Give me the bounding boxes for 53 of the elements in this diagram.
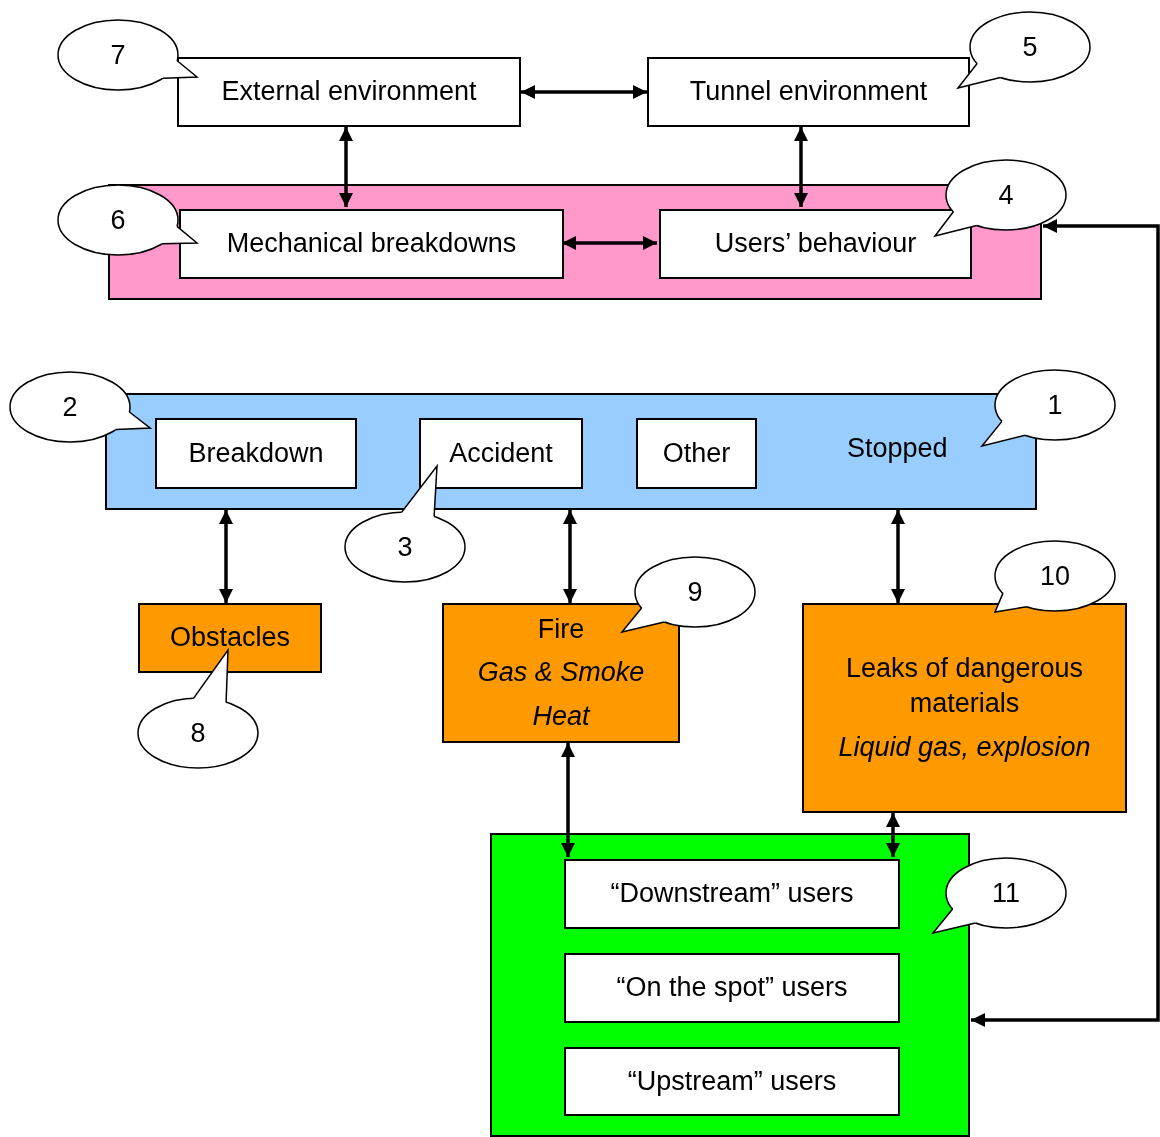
double-arrow <box>219 510 233 603</box>
box-label: Accident <box>449 436 553 470</box>
box-label: “On the spot” users <box>616 971 848 1005</box>
callout-number: 4 <box>998 181 1014 209</box>
process-box <box>636 418 757 489</box>
callout-number: 10 <box>1040 562 1070 590</box>
process-box <box>442 603 680 743</box>
callout-number: 6 <box>110 206 126 234</box>
group-panel <box>108 184 1042 300</box>
box-label: Tunnel environment <box>689 75 928 109</box>
process-box <box>802 603 1127 813</box>
process-box <box>564 1047 900 1116</box>
box-label: “Downstream” users <box>610 877 854 911</box>
box-label: Leaks of dangerous materials <box>844 652 1085 721</box>
double-arrow <box>562 236 657 250</box>
callout-number: 5 <box>1022 33 1038 61</box>
box-label: Gas & Smoke <box>477 656 645 690</box>
box-label: “Upstream” users <box>627 1064 837 1098</box>
process-box <box>155 418 357 489</box>
double-arrow <box>561 743 575 857</box>
box-label: Other <box>662 436 731 470</box>
callout-number: 11 <box>992 879 1020 907</box>
double-arrow <box>563 510 577 603</box>
double-arrow <box>971 219 1160 1027</box>
group-panel <box>105 393 1037 510</box>
box-label: Users’ behaviour <box>714 227 917 261</box>
callout-number: 3 <box>397 533 413 561</box>
process-box <box>647 57 970 127</box>
callout-number: 8 <box>190 719 206 747</box>
process-box <box>419 418 583 489</box>
double-arrow <box>886 813 900 857</box>
process-box <box>138 603 322 673</box>
process-box <box>564 859 900 929</box>
callout-number: 2 <box>62 393 78 421</box>
box-label: Breakdown <box>188 436 324 470</box>
box-label: Heat <box>532 699 590 733</box>
box-label: Stopped <box>847 432 948 465</box>
callout-number: 1 <box>1047 391 1063 419</box>
double-arrow <box>339 127 353 207</box>
box-label: Mechanical breakdowns <box>226 227 517 261</box>
group-panel <box>490 833 970 1137</box>
box-label: Fire <box>537 613 585 647</box>
process-box <box>564 953 900 1023</box>
box-label: Liquid gas, explosion <box>838 730 1091 764</box>
process-box <box>179 209 564 279</box>
box-label: External environment <box>221 75 477 109</box>
callout-number: 9 <box>687 578 703 606</box>
double-arrow <box>891 510 905 603</box>
process-box <box>177 57 521 127</box>
callout-number: 7 <box>110 41 126 69</box>
box-label: Obstacles <box>169 621 291 655</box>
double-arrow <box>794 127 808 207</box>
double-arrow <box>521 85 647 99</box>
